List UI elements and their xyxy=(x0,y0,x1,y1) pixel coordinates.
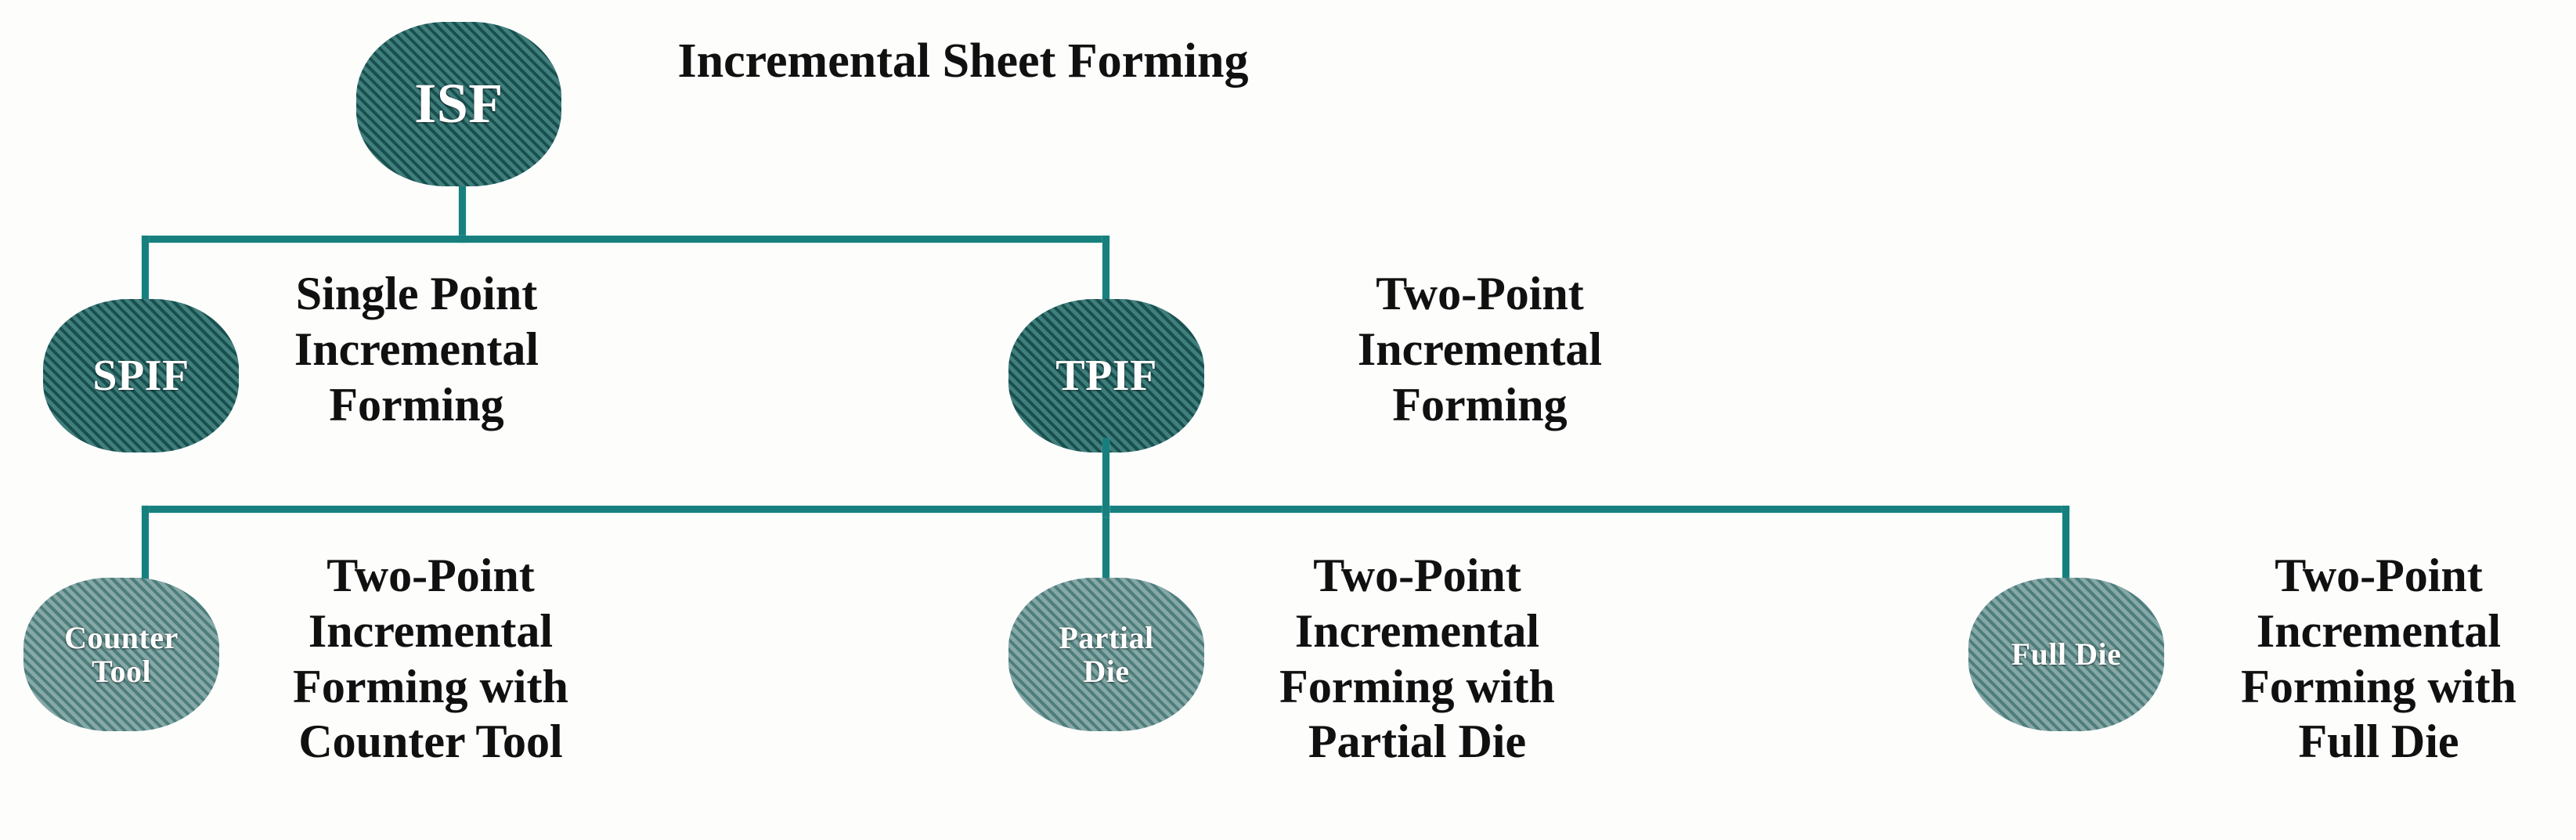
caption-spif: Single Point Incremental Forming xyxy=(252,266,581,432)
node-partial-die-line-2: Die xyxy=(1083,654,1130,689)
node-full-die-label: Full Die xyxy=(2011,636,2122,672)
connector-counter-tool-drop xyxy=(142,506,149,584)
caption-spif-line-3: Forming xyxy=(329,378,504,431)
connector-spif-drop xyxy=(142,236,149,305)
caption-tpif: Two-Point Incremental Forming xyxy=(1276,266,1683,432)
caption-full-die-line-1: Two-Point xyxy=(2275,550,2483,601)
caption-spif-line-2: Incremental xyxy=(294,323,539,375)
node-full-die[interactable]: Full Die xyxy=(1968,578,2164,731)
caption-counter-tool-line-1: Two-Point xyxy=(327,550,535,601)
caption-partial-die: Two-Point Incremental Forming with Parti… xyxy=(1221,548,1613,770)
caption-partial-die-line-3: Forming with xyxy=(1279,660,1555,712)
node-isf[interactable]: ISF xyxy=(356,22,561,186)
caption-counter-tool: Two-Point Incremental Forming with Count… xyxy=(235,548,626,770)
node-hatch-pattern xyxy=(43,299,239,452)
node-hatch-pattern xyxy=(356,22,561,186)
caption-isf: Incremental Sheet Forming xyxy=(579,33,1347,90)
caption-full-die-line-2: Incremental xyxy=(2256,604,2502,657)
caption-tpif-line-2: Incremental xyxy=(1357,323,1603,375)
connector-tpif-through xyxy=(1102,438,1109,517)
connector-bar-level1 xyxy=(142,236,1109,243)
node-hatch-pattern xyxy=(23,578,219,731)
node-counter-tool[interactable]: Counter Tool xyxy=(23,578,219,731)
caption-spif-line-1: Single Point xyxy=(295,268,538,319)
connector-full-die-drop xyxy=(2062,506,2069,584)
caption-counter-tool-line-4: Counter Tool xyxy=(298,716,563,768)
node-tpif-label: TPIF xyxy=(1055,351,1157,400)
node-tpif[interactable]: TPIF xyxy=(1008,299,1204,452)
node-counter-tool-line-1: Counter xyxy=(64,619,179,655)
caption-counter-tool-line-2: Incremental xyxy=(308,604,554,657)
node-hatch-pattern xyxy=(1008,578,1204,731)
node-partial-die-line-1: Partial xyxy=(1059,619,1154,655)
connector-isf-stem xyxy=(459,182,466,243)
caption-isf-line-1: Incremental Sheet Forming xyxy=(677,34,1249,88)
node-isf-label: ISF xyxy=(414,72,503,135)
caption-tpif-line-1: Two-Point xyxy=(1376,268,1584,319)
connector-partial-die-drop xyxy=(1102,506,1109,584)
caption-partial-die-line-4: Partial Die xyxy=(1308,716,1527,768)
node-counter-tool-label: Counter Tool xyxy=(60,621,183,688)
caption-counter-tool-line-3: Forming with xyxy=(293,660,568,712)
caption-partial-die-line-1: Two-Point xyxy=(1313,550,1521,601)
node-hatch-pattern xyxy=(1968,578,2164,731)
node-partial-die-label: Partial Die xyxy=(1054,621,1158,688)
connector-tpif-drop xyxy=(1102,236,1109,309)
caption-full-die-line-4: Full Die xyxy=(2298,716,2459,768)
caption-full-die-line-3: Forming with xyxy=(2241,660,2516,712)
node-partial-die[interactable]: Partial Die xyxy=(1008,578,1204,731)
node-hatch-pattern xyxy=(1008,299,1204,452)
node-spif[interactable]: SPIF xyxy=(43,299,239,452)
caption-tpif-line-3: Forming xyxy=(1392,378,1568,431)
node-counter-tool-line-2: Tool xyxy=(91,654,152,689)
caption-partial-die-line-2: Incremental xyxy=(1294,604,1540,657)
node-spif-label: SPIF xyxy=(92,351,189,400)
caption-full-die: Two-Point Incremental Forming with Full … xyxy=(2183,548,2574,770)
